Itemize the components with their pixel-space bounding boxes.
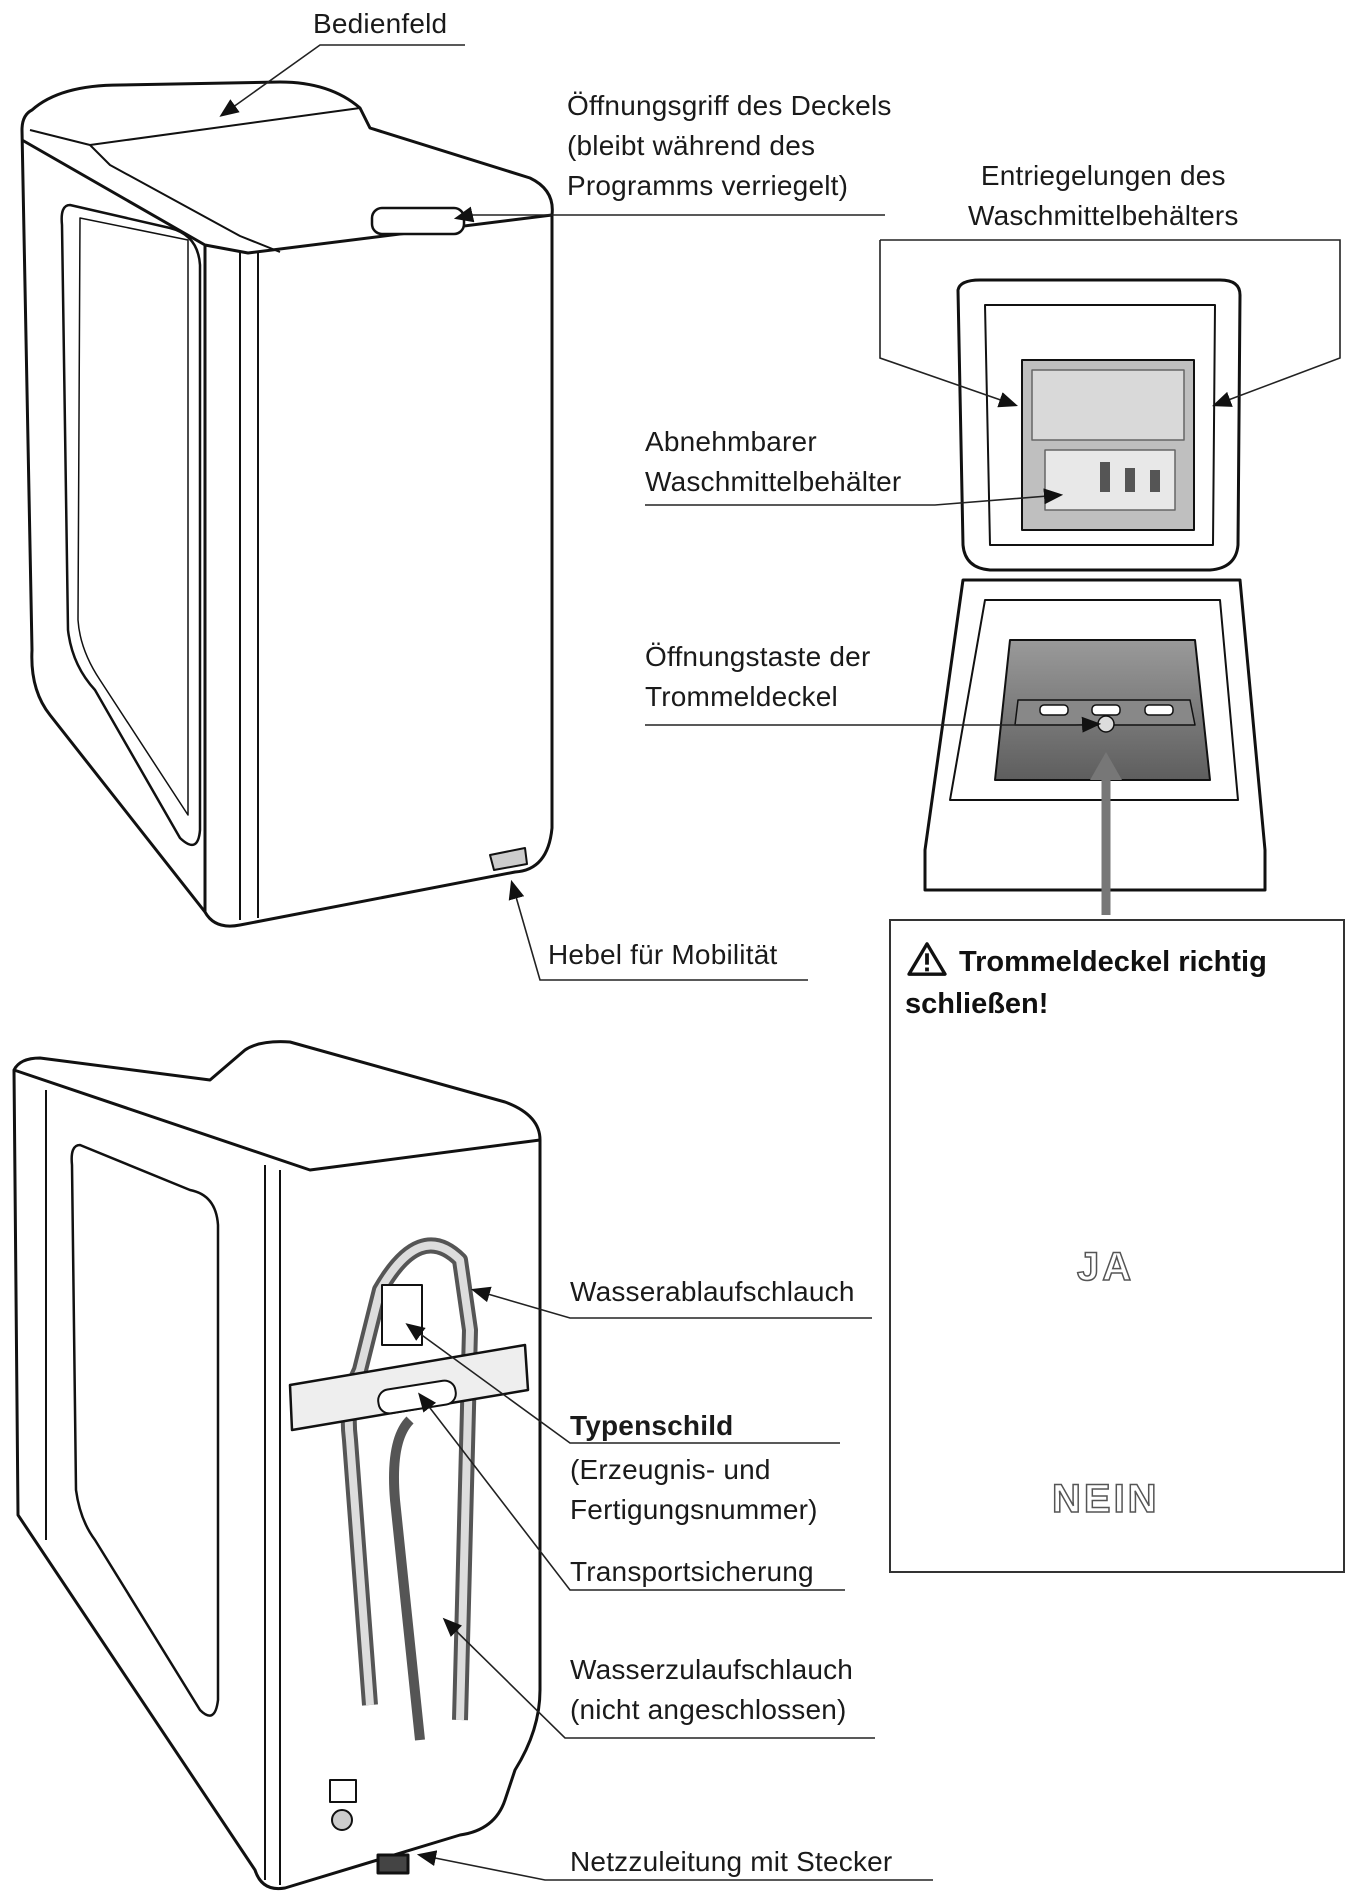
warning-box: Trommeldeckel richtig schließen!	[889, 919, 1345, 1573]
open-top-view	[923, 278, 1267, 915]
label-oeffnungstaste: Öffnungstaste der Trommeldeckel	[645, 641, 871, 712]
warning-title: Trommeldeckel richtig schließen!	[905, 941, 1335, 1025]
label-wasserablauf: Wasserablaufschlauch	[570, 1276, 855, 1307]
label-entriegelungen: Entriegelungen des Waschmittelbehälters	[968, 160, 1239, 231]
label-erzeugnis: (Erzeugnis- und Fertigungsnummer)	[570, 1454, 818, 1525]
klack-text: klack!	[1065, 1187, 1142, 1217]
warning-title-line1: Trommeldeckel richtig	[959, 946, 1267, 978]
warning-triangle-icon	[907, 942, 947, 976]
label-typenschild: Typenschild	[570, 1410, 734, 1441]
no-label: NEIN	[1051, 1476, 1160, 1522]
warning-title-line2: schließen!	[905, 988, 1049, 1020]
label-abnehmbarer: Abnehmbarer Waschmittelbehälter	[645, 426, 902, 497]
rear-machine	[12, 1040, 542, 1891]
yes-label: JA	[1076, 1244, 1135, 1290]
leader-lines	[219, 44, 1341, 1881]
label-transportsicherung: Transportsicherung	[570, 1556, 814, 1587]
front-machine	[20, 80, 554, 928]
label-bedienfeld: Bedienfeld	[313, 8, 448, 39]
label-wasserzulauf: Wasserzulaufschlauch (nicht angeschlosse…	[570, 1654, 854, 1725]
label-netzzuleitung: Netzzuleitung mit Stecker	[570, 1846, 893, 1877]
label-oeffnungsgriff: Öffnungsgriff des Deckels (bleibt währen…	[567, 90, 892, 201]
label-hebel: Hebel für Mobilität	[548, 939, 778, 970]
